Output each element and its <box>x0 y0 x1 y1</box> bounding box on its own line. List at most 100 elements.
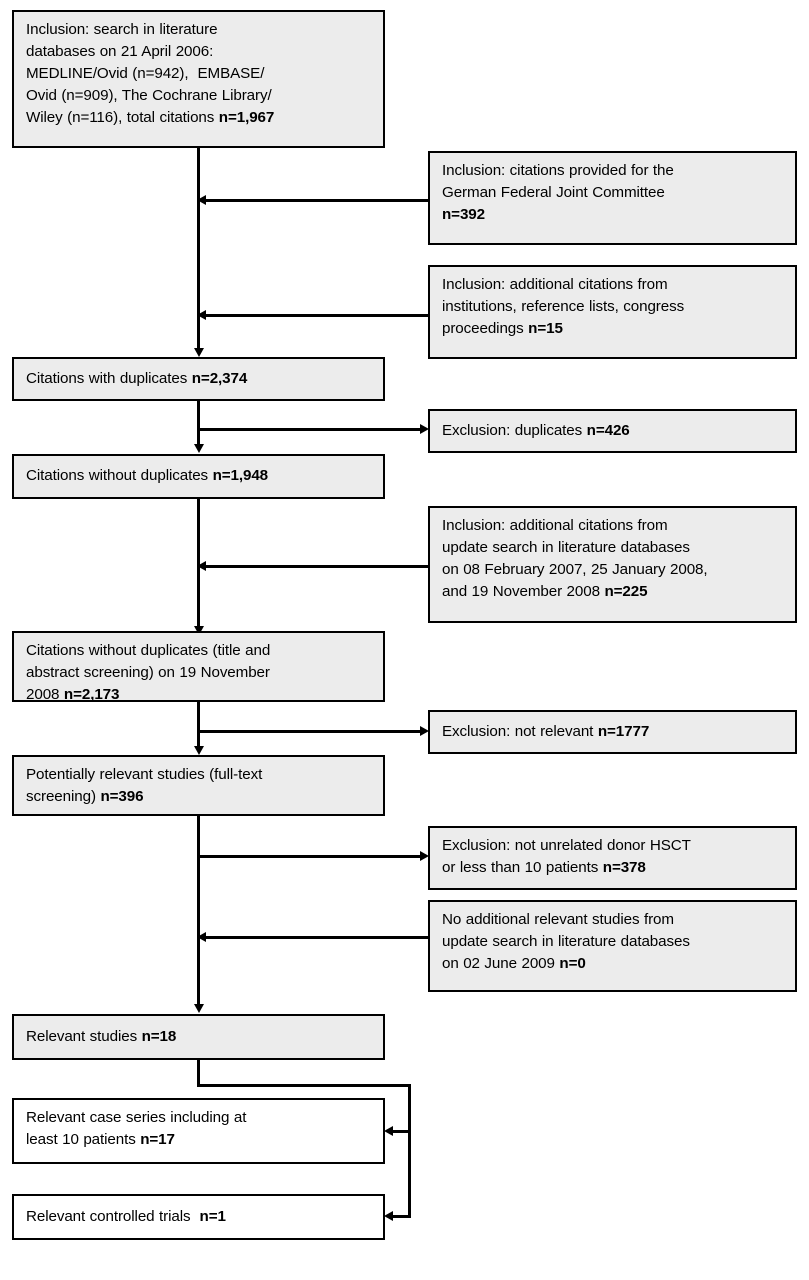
connector-bus-to-controlled-trials <box>392 1215 411 1218</box>
connector-branch-to-exclusion-duplicates <box>197 428 423 431</box>
node-exclusion-not-relevant: Exclusion: not relevant n=1777 <box>428 710 797 754</box>
node-gfjc-citations: Inclusion: citations provided for the Ge… <box>428 151 797 245</box>
node-exclusion-hsct-count: n=378 <box>602 859 646 877</box>
connector-results-bus <box>408 1084 411 1217</box>
connector-update-search-to-spine <box>205 565 429 568</box>
arrowhead-into-relevant-studies <box>194 1004 204 1013</box>
arrowhead-update-search-into-spine <box>197 561 206 571</box>
connector-gfjc-to-spine <box>205 199 429 202</box>
node-exclusion-hsct-line-2: or less than 10 patients n=378 <box>442 857 786 879</box>
node-no-additional-studies-count: n=0 <box>559 955 586 973</box>
node-title-abstract-screening-line-1: Citations without duplicates (title and <box>26 642 271 659</box>
node-exclusion-hsct-line-1: Exclusion: not unrelated donor HSCT <box>442 837 691 854</box>
node-exclusion-not-relevant-count: n=1777 <box>597 723 650 740</box>
node-initial-search: Inclusion: search in literature database… <box>12 10 385 148</box>
node-relevant-controlled-trials: Relevant controlled trials n=1 <box>12 1194 385 1240</box>
connector-fulltext-to-relevant-studies <box>197 816 200 1008</box>
node-exclusion-duplicates-count: n=426 <box>586 422 630 439</box>
connector-with-to-without-duplicates <box>197 400 200 448</box>
connector-screening-to-fulltext <box>197 702 200 750</box>
node-relevant-studies-count: n=18 <box>141 1028 177 1045</box>
node-initial-search-line-2: databases on 21 April 2006: <box>26 43 214 61</box>
node-initial-search-line-1: Inclusion: search in literature <box>26 21 218 38</box>
connector-bus-to-case-series <box>392 1130 411 1133</box>
node-fulltext-screening-count: n=396 <box>100 788 144 806</box>
node-additional-citations-line-1: Inclusion: additional citations from <box>442 276 668 293</box>
node-exclusion-duplicates-text: Exclusion: duplicates n=426 <box>442 420 786 442</box>
node-citations-without-duplicates-count: n=1,948 <box>212 467 269 484</box>
arrowhead-gfjc-into-spine <box>197 195 206 205</box>
node-no-additional-studies-line-3: on 02 June 2009 n=0 <box>442 953 786 975</box>
node-additional-citations-line-2: institutions, reference lists, congress <box>442 298 685 316</box>
node-no-additional-studies: No additional relevant studies from upda… <box>428 900 797 992</box>
connector-relevant-studies-drop <box>197 1060 200 1086</box>
arrowhead-no-additional-into-spine <box>197 932 206 942</box>
node-gfjc-citations-count: n=392 <box>442 206 485 224</box>
node-citations-with-duplicates: Citations with duplicates n=2,374 <box>12 357 385 401</box>
arrowhead-into-without-duplicates <box>194 444 204 453</box>
node-no-additional-studies-line-2: update search in literature databases <box>442 933 690 951</box>
node-no-additional-studies-line-3-text: on 02 June 2009 <box>442 955 560 973</box>
arrowhead-into-title-abstract-screening <box>194 626 204 635</box>
connector-relevant-studies-right <box>197 1084 411 1087</box>
node-title-abstract-screening-line-2: abstract screening) on 19 November <box>26 664 270 682</box>
arrowhead-into-exclusion-not-relevant <box>420 726 429 736</box>
node-relevant-studies-text: Relevant studies n=18 <box>26 1026 374 1048</box>
node-relevant-studies-label: Relevant studies <box>26 1028 142 1045</box>
node-fulltext-screening-line-1: Potentially relevant studies (full-text <box>26 766 263 783</box>
connector-additional-citations-to-spine <box>205 314 429 317</box>
node-gfjc-citations-line-3: n=392 <box>442 204 786 226</box>
node-update-search-citations-line-4: and 19 November 2008 n=225 <box>442 581 786 603</box>
node-relevant-case-series-line-2: least 10 patients n=17 <box>26 1129 374 1151</box>
node-exclusion-hsct: Exclusion: not unrelated donor HSCT or l… <box>428 826 797 890</box>
node-relevant-controlled-trials-text: Relevant controlled trials n=1 <box>26 1206 374 1228</box>
connector-initial-to-with-duplicates <box>197 147 200 352</box>
node-title-abstract-screening-line-3-text: 2008 <box>26 686 64 704</box>
arrowhead-into-exclusion-hsct <box>420 851 429 861</box>
node-relevant-case-series-count: n=17 <box>140 1131 175 1149</box>
arrowhead-into-controlled-trials <box>384 1211 393 1221</box>
node-relevant-case-series: Relevant case series including at least … <box>12 1098 385 1164</box>
node-fulltext-screening: Potentially relevant studies (full-text … <box>12 755 385 816</box>
node-initial-search-line-4: Ovid (n=909), The Cochrane Library/ <box>26 87 272 105</box>
node-relevant-case-series-line-1: Relevant case series including at <box>26 1109 247 1126</box>
arrowhead-into-fulltext-screening <box>194 746 204 755</box>
node-gfjc-citations-line-1: Inclusion: citations provided for the <box>442 162 674 179</box>
node-title-abstract-screening: Citations without duplicates (title and … <box>12 631 385 703</box>
arrowhead-into-case-series <box>384 1126 393 1136</box>
node-exclusion-duplicates-label: Exclusion: duplicates <box>442 422 587 439</box>
node-exclusion-not-relevant-text: Exclusion: not relevant n=1777 <box>442 721 786 743</box>
node-fulltext-screening-line-2-text: screening) <box>26 788 101 806</box>
node-exclusion-hsct-line-2-text: or less than 10 patients <box>442 859 603 877</box>
node-update-search-citations-line-4-text: and 19 November 2008 <box>442 583 605 601</box>
connector-branch-to-exclusion-not-relevant <box>197 730 423 733</box>
arrowhead-into-exclusion-duplicates <box>420 424 429 434</box>
node-title-abstract-screening-count: n=2,173 <box>63 686 120 704</box>
node-additional-citations: Inclusion: additional citations from ins… <box>428 265 797 359</box>
arrowhead-into-with-duplicates <box>194 348 204 357</box>
node-additional-citations-line-3-text: proceedings <box>442 320 529 338</box>
arrowhead-additional-into-spine <box>197 310 206 320</box>
node-relevant-case-series-line-2-text: least 10 patients <box>26 1131 141 1149</box>
node-update-search-citations-count: n=225 <box>604 583 648 601</box>
node-initial-search-line-5: Wiley (n=116), total citations n=1,967 <box>26 107 374 129</box>
node-citations-with-duplicates-label: Citations with duplicates <box>26 370 192 387</box>
node-update-search-citations-line-3: on 08 February 2007, 25 January 2008, <box>442 561 708 579</box>
node-citations-without-duplicates: Citations without duplicates n=1,948 <box>12 454 385 499</box>
connector-no-additional-to-spine <box>205 936 429 939</box>
node-update-search-citations-line-2: update search in literature databases <box>442 539 690 557</box>
node-title-abstract-screening-line-3: 2008 n=2,173 <box>26 684 374 706</box>
node-fulltext-screening-line-2: screening) n=396 <box>26 786 374 808</box>
node-relevant-controlled-trials-label: Relevant controlled trials <box>26 1208 200 1225</box>
node-relevant-studies: Relevant studies n=18 <box>12 1014 385 1060</box>
node-citations-with-duplicates-count: n=2,374 <box>191 370 248 387</box>
node-initial-search-count: n=1,967 <box>218 109 275 127</box>
node-initial-search-line-5-text: Wiley (n=116), total citations <box>26 109 219 127</box>
node-update-search-citations: Inclusion: additional citations from upd… <box>428 506 797 623</box>
node-update-search-citations-line-1: Inclusion: additional citations from <box>442 517 668 534</box>
node-additional-citations-line-3: proceedings n=15 <box>442 318 786 340</box>
node-exclusion-duplicates: Exclusion: duplicates n=426 <box>428 409 797 453</box>
node-initial-search-line-3: MEDLINE/Ovid (n=942), EMBASE/ <box>26 65 265 83</box>
node-citations-without-duplicates-text: Citations without duplicates n=1,948 <box>26 465 374 487</box>
